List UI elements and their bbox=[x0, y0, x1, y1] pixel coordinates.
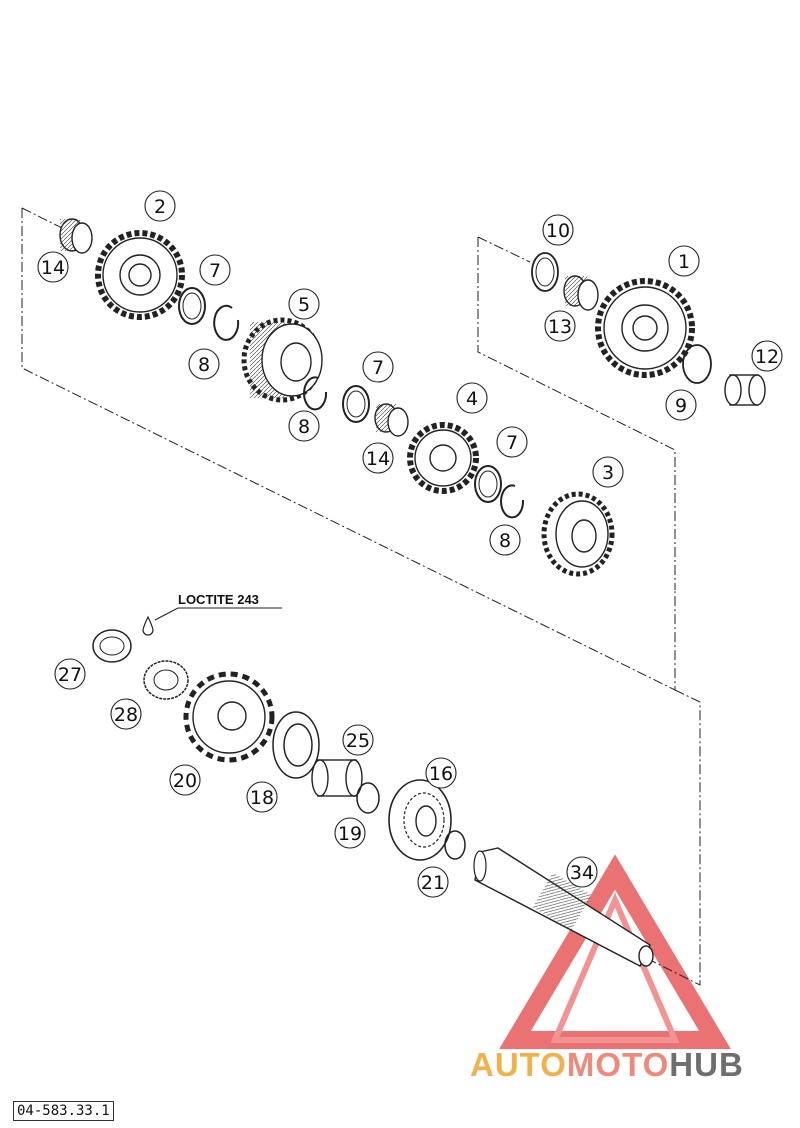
gear-1 bbox=[595, 278, 695, 378]
callout-8-b: 8 bbox=[288, 410, 320, 442]
svg-text:13: 13 bbox=[548, 316, 572, 338]
callout-8-a: 8 bbox=[188, 348, 220, 380]
callout-14-mid: 14 bbox=[362, 442, 394, 474]
gear-2 bbox=[95, 230, 185, 320]
svg-text:21: 21 bbox=[421, 872, 445, 894]
svg-text:18: 18 bbox=[250, 787, 274, 809]
callout-13: 13 bbox=[544, 310, 576, 342]
svg-text:14: 14 bbox=[41, 257, 65, 279]
washer-7-a bbox=[178, 287, 206, 325]
callout-21: 21 bbox=[417, 866, 449, 898]
lock-washer-28 bbox=[143, 660, 189, 700]
callout-7-c: 7 bbox=[496, 426, 528, 458]
callout-8-c: 8 bbox=[489, 524, 521, 556]
document-number: 04-583.33.1 bbox=[13, 1101, 114, 1121]
output-shaft-34 bbox=[473, 847, 654, 967]
snap-ring-8-c bbox=[500, 484, 525, 519]
callout-labels: 14 2 7 8 5 7 8 14 4 7 8 3 10 1 13 9 12 2… bbox=[37, 190, 783, 898]
callout-5: 5 bbox=[288, 288, 320, 320]
svg-text:20: 20 bbox=[173, 770, 197, 792]
callout-28: 28 bbox=[110, 698, 142, 730]
svg-text:27: 27 bbox=[58, 664, 82, 686]
loctite-note: LOCTITE 243 bbox=[178, 592, 259, 607]
callout-27: 27 bbox=[54, 658, 86, 690]
svg-text:28: 28 bbox=[114, 704, 138, 726]
svg-text:3: 3 bbox=[602, 462, 614, 484]
callout-12: 12 bbox=[751, 340, 783, 372]
callout-18: 18 bbox=[246, 781, 278, 813]
svg-text:2: 2 bbox=[154, 196, 166, 218]
o-ring-21 bbox=[444, 830, 466, 860]
snap-ring-8-b bbox=[303, 376, 328, 411]
callout-2: 2 bbox=[144, 190, 176, 222]
gear-3 bbox=[541, 491, 615, 577]
o-ring-19 bbox=[356, 782, 380, 814]
callout-4: 4 bbox=[456, 382, 488, 414]
svg-text:34: 34 bbox=[570, 862, 594, 884]
watermark-logo bbox=[499, 854, 731, 1049]
svg-text:1: 1 bbox=[678, 251, 690, 273]
snap-ring-8-a bbox=[213, 304, 240, 341]
callout-1: 1 bbox=[668, 245, 700, 277]
svg-text:14: 14 bbox=[366, 448, 390, 470]
svg-text:5: 5 bbox=[298, 294, 310, 316]
callout-20: 20 bbox=[169, 764, 201, 796]
spacer-25 bbox=[311, 759, 363, 797]
svg-text:12: 12 bbox=[755, 346, 779, 368]
sprocket-20 bbox=[183, 671, 275, 763]
callout-25: 25 bbox=[342, 724, 374, 756]
callout-3: 3 bbox=[592, 456, 624, 488]
callout-19: 19 bbox=[334, 817, 366, 849]
washer-9 bbox=[682, 344, 712, 384]
loctite-drop bbox=[142, 615, 154, 636]
washer-7-b bbox=[342, 385, 370, 423]
bushing-12 bbox=[724, 374, 766, 406]
callout-16: 16 bbox=[425, 757, 457, 789]
gear-5 bbox=[241, 317, 323, 403]
svg-text:7: 7 bbox=[506, 432, 518, 454]
callout-14-top: 14 bbox=[37, 251, 69, 283]
assembly-outline-lines bbox=[21, 207, 701, 986]
shaft-seal-18 bbox=[272, 711, 320, 779]
ball-bearing-16 bbox=[388, 779, 452, 861]
needle-bearing-14-mid bbox=[374, 403, 409, 437]
needle-bearing-14-top bbox=[59, 218, 93, 254]
loctite-leader bbox=[154, 607, 179, 621]
needle-bearing-13 bbox=[563, 275, 599, 311]
svg-text:7: 7 bbox=[209, 260, 221, 282]
watermark-text: AUTOMOTOHUB bbox=[470, 1046, 744, 1083]
washer-7-c bbox=[474, 465, 502, 503]
callout-9: 9 bbox=[665, 389, 697, 421]
svg-text:25: 25 bbox=[346, 730, 370, 752]
nut-27 bbox=[92, 629, 132, 663]
svg-text:19: 19 bbox=[338, 823, 362, 845]
svg-text:8: 8 bbox=[499, 530, 511, 552]
washer-10 bbox=[531, 252, 559, 292]
gear-4 bbox=[407, 422, 479, 494]
svg-text:10: 10 bbox=[546, 220, 570, 242]
svg-text:9: 9 bbox=[675, 395, 687, 417]
callout-7-a: 7 bbox=[199, 254, 231, 286]
callout-10: 10 bbox=[542, 214, 574, 246]
svg-text:16: 16 bbox=[429, 763, 453, 785]
svg-text:8: 8 bbox=[298, 416, 310, 438]
callout-7-b: 7 bbox=[362, 351, 394, 383]
svg-text:7: 7 bbox=[372, 357, 384, 379]
svg-text:8: 8 bbox=[198, 354, 210, 376]
callout-34: 34 bbox=[566, 856, 598, 888]
svg-text:4: 4 bbox=[466, 388, 478, 410]
